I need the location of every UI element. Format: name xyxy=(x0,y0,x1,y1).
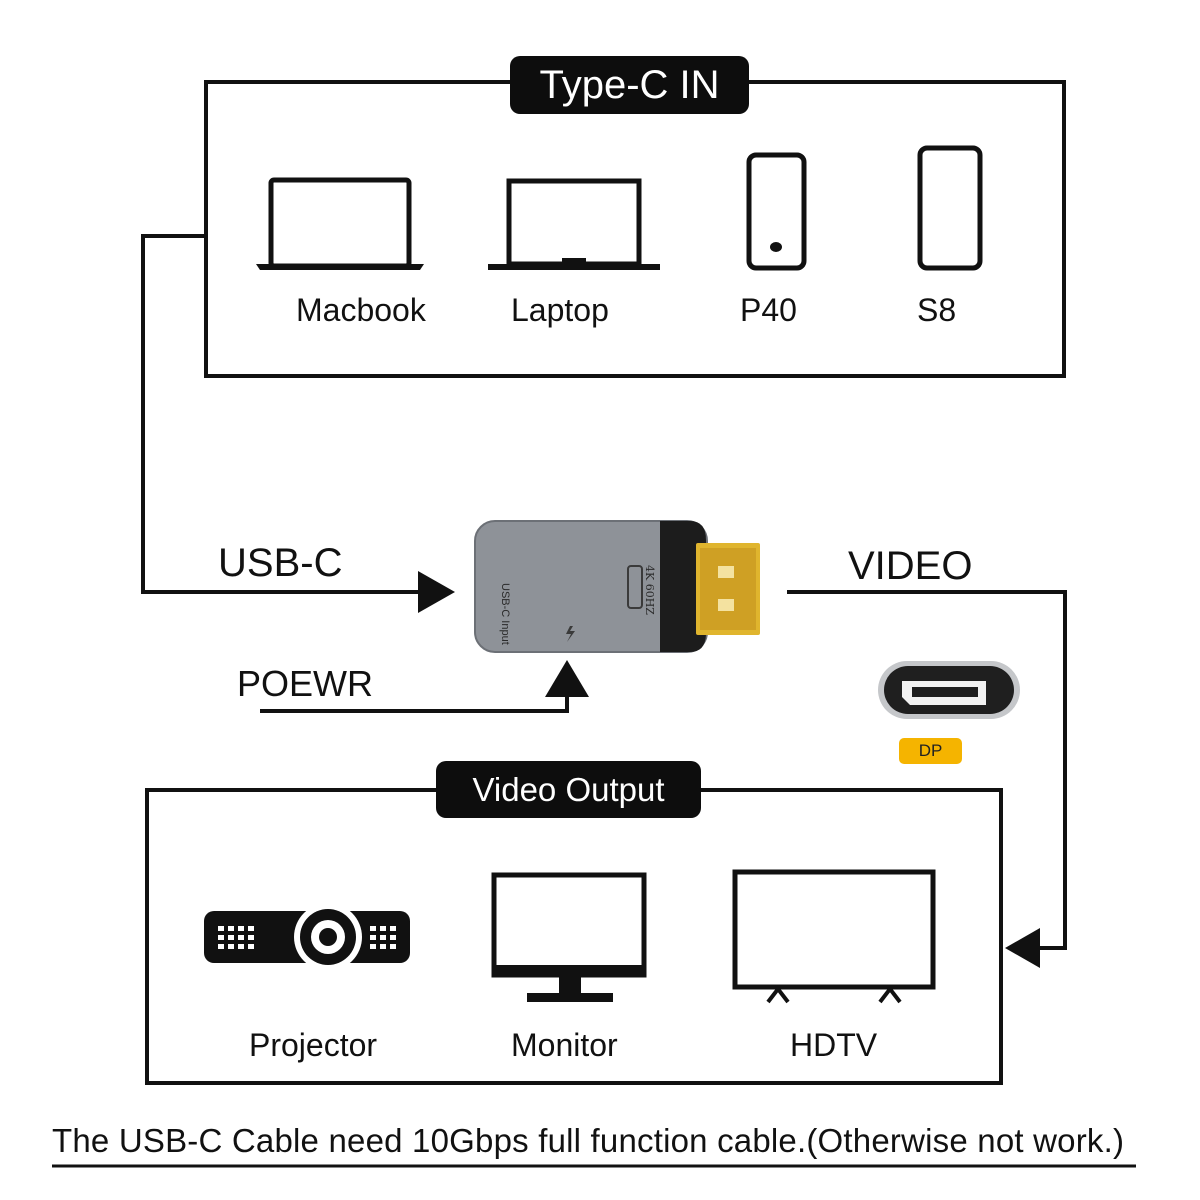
footer-note: The USB-C Cable need 10Gbps full functio… xyxy=(52,1122,1125,1159)
device-label-hdtv: HDTV xyxy=(790,1027,878,1063)
usb-c-label: USB-C xyxy=(218,541,343,585)
monitor-icon xyxy=(491,872,647,1002)
type-c-in-frame xyxy=(204,80,1066,378)
adapter-port-text: USB-C Input xyxy=(499,583,511,645)
macbook-icon xyxy=(256,177,424,270)
video-output-title: Video Output xyxy=(436,761,701,818)
dp-badge-text: DP xyxy=(918,741,943,760)
adapter-res-text: 4K 60HZ xyxy=(643,565,656,615)
device-label-macbook: Macbook xyxy=(296,292,426,328)
s8-phone-icon xyxy=(917,145,983,271)
projector-icon xyxy=(204,903,410,971)
usb-c-arrowhead xyxy=(418,571,455,613)
video-arrowhead xyxy=(1005,928,1040,968)
adapter-image xyxy=(474,520,760,653)
dp-port-image xyxy=(878,661,1020,719)
laptop-icon xyxy=(488,178,660,270)
video-label: VIDEO xyxy=(848,544,973,588)
type-c-in-title: Type-C IN xyxy=(510,56,749,114)
hdtv-icon xyxy=(732,869,936,1004)
device-label-laptop: Laptop xyxy=(511,292,609,328)
device-label-s8: S8 xyxy=(917,292,957,328)
device-label-monitor: Monitor xyxy=(511,1027,618,1063)
dp-badge: DP xyxy=(899,738,962,764)
usb-c-connector-line xyxy=(141,234,425,594)
type-c-in-title-text: Type-C IN xyxy=(539,62,720,107)
power-arrowhead xyxy=(545,660,589,697)
video-output-title-text: Video Output xyxy=(472,770,665,808)
device-label-p40: P40 xyxy=(740,292,797,328)
video-connector-line xyxy=(787,590,1067,950)
p40-phone-icon xyxy=(746,152,807,271)
device-label-projector: Projector xyxy=(249,1027,378,1063)
power-label: POEWR xyxy=(237,663,374,704)
